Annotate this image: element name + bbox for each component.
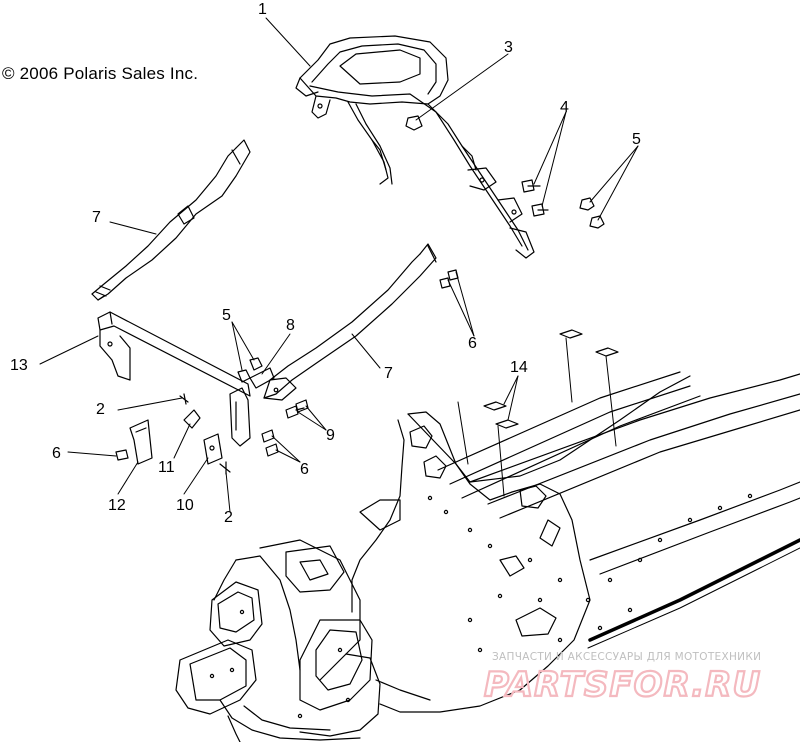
nut-item-3 xyxy=(405,115,423,131)
callout-6a: 6 xyxy=(468,335,477,352)
callout-labels: 1 3 4 5 7 5 8 7 6 13 14 2 9 6 6 11 10 12… xyxy=(10,1,641,526)
callout-6c: 6 xyxy=(300,461,309,478)
part-brace-right xyxy=(263,243,437,401)
callout-5b: 5 xyxy=(222,307,231,324)
part-slide-plates xyxy=(483,329,619,429)
callout-11: 11 xyxy=(158,459,175,476)
callout-2a: 2 xyxy=(96,401,105,418)
callout-5a: 5 xyxy=(632,131,641,148)
callout-8: 8 xyxy=(286,317,295,334)
callout-7b: 7 xyxy=(384,365,393,382)
callout-3: 3 xyxy=(504,39,513,56)
callout-7a: 7 xyxy=(92,209,101,226)
callout-9: 9 xyxy=(326,427,335,444)
watermark: ЗАПЧАСТИ И АКСЕССУАРЫ ДЛЯ МОТОТЕХНИКИ PA… xyxy=(483,651,761,706)
callout-13: 13 xyxy=(10,357,28,374)
callout-10: 10 xyxy=(176,497,194,514)
part-steering-hoop xyxy=(295,35,535,259)
hardware xyxy=(115,179,605,475)
callout-2b: 2 xyxy=(224,509,233,526)
part-cross-member xyxy=(97,311,251,447)
callout-1: 1 xyxy=(258,1,267,18)
leader-lines xyxy=(39,17,639,513)
tunnel-edge xyxy=(588,538,800,642)
callout-4: 4 xyxy=(560,99,569,116)
copyright-notice: © 2006 Polaris Sales Inc. xyxy=(2,64,199,83)
part-brace-left xyxy=(91,139,251,301)
watermark-tagline: ЗАПЧАСТИ И АКСЕССУАРЫ ДЛЯ МОТОТЕХНИКИ xyxy=(492,651,761,663)
callout-6b: 6 xyxy=(52,445,61,462)
callout-12: 12 xyxy=(108,497,126,514)
watermark-logo: PARTSFOR.RU xyxy=(484,665,761,705)
chassis-tunnel xyxy=(175,371,800,742)
callout-14: 14 xyxy=(510,359,528,376)
